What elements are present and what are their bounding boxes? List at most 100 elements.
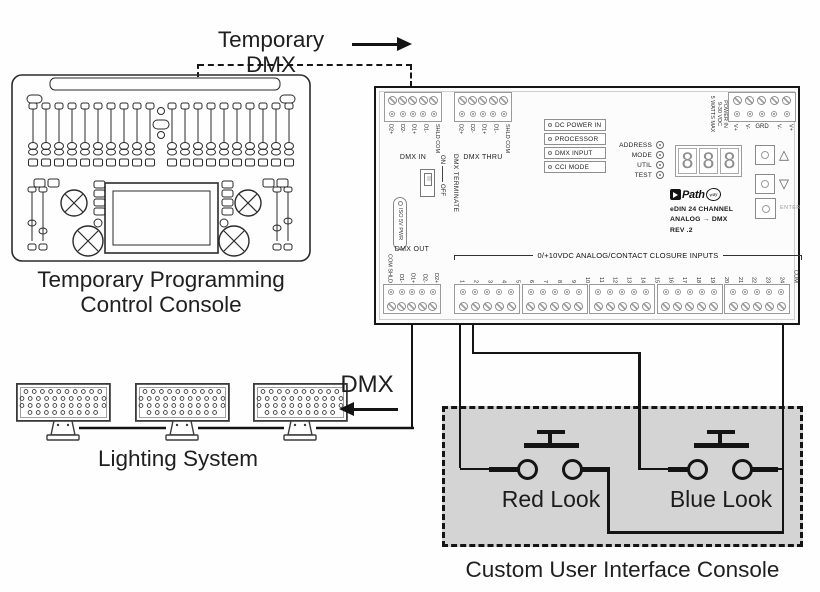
red-look-contact-right <box>561 458 583 480</box>
up-triangle-icon: △ <box>779 147 789 162</box>
terminal-screw-icon <box>746 111 753 117</box>
input-number: 14 <box>639 276 646 283</box>
terminal-screw-icon <box>758 111 765 117</box>
terminal-label: V+ <box>787 124 794 131</box>
terminal-screw-icon <box>429 95 439 105</box>
terminal-screw-icon <box>484 289 490 295</box>
terminal-screw-icon <box>575 289 582 295</box>
iso-5v-pwr-indicator: ISO 5V PWR <box>393 197 407 250</box>
input-number: 2 <box>472 279 479 283</box>
up-button <box>755 145 775 165</box>
terminal-screw-icon <box>496 289 502 295</box>
terminal-screw-icon <box>479 111 486 117</box>
dmx-arrow-line <box>354 408 398 411</box>
terminal-screw-icon <box>490 111 497 117</box>
temporary-dmx-arrow-head <box>397 37 412 51</box>
console-caption: Temporary Programming Control Console <box>10 267 312 317</box>
terminal-screw-icon <box>459 111 466 117</box>
power-in-note: POWER IN 9-30 VDC 5 WATTS MAX <box>709 95 728 133</box>
test-button <box>656 171 664 179</box>
header-bracket-right <box>723 255 803 260</box>
terminal-label: D1+ <box>409 272 416 283</box>
terminal-screw-icon <box>769 95 779 105</box>
model-line-2: ANALOG → DMX <box>670 216 728 223</box>
input-number: 23 <box>764 276 771 283</box>
edin-inner-frame <box>379 91 795 320</box>
programming-console-illustration <box>11 74 311 262</box>
input-number: 12 <box>611 276 618 283</box>
terminal-screw-icon <box>776 301 786 311</box>
terminal-label: D1- <box>398 274 405 283</box>
dmx-arrow-head <box>339 402 354 416</box>
input-number: 7 <box>542 279 549 283</box>
terminal-label: D2+ <box>432 272 439 283</box>
terminal-screw-icon <box>457 95 467 105</box>
input-number: 9 <box>569 279 576 283</box>
input2-wire-c <box>638 351 641 470</box>
terminal-screw-icon <box>595 289 601 295</box>
return-bottom-wire <box>607 531 784 534</box>
red-look-left-wire <box>460 467 490 471</box>
blue-look-right-lead <box>751 466 778 472</box>
status-led-processor: PROCESSOR <box>544 133 606 145</box>
terminal-label: D1- <box>492 124 499 133</box>
address-button <box>656 141 664 149</box>
red-look-right-lead <box>581 466 610 472</box>
dmx-terminate-switch <box>420 169 435 197</box>
input-number: 6 <box>528 279 535 283</box>
terminal-label: D2- <box>469 124 476 133</box>
terminal-screw-icon <box>783 111 790 117</box>
input-number: 21 <box>736 276 743 283</box>
terminal-screw-icon <box>617 301 627 311</box>
inputs-block-21-24-com <box>724 284 790 314</box>
temporary-dmx-cable-right-drop <box>409 64 412 87</box>
led-icon <box>548 123 552 127</box>
terminal-screw-icon <box>417 301 427 311</box>
input-number: 15 <box>653 276 660 283</box>
terminal-screw-icon <box>698 289 705 295</box>
inputs-block-11-15 <box>589 284 655 314</box>
terminal-screw-icon <box>697 301 706 311</box>
input-number: 24 <box>778 276 785 283</box>
address-button-row: ADDRESS <box>592 140 664 150</box>
status-led-dc-power: DC POWER IN <box>544 119 606 131</box>
terminal-screw-icon <box>732 95 742 105</box>
iso-led-icon <box>397 201 403 206</box>
terminal-screw-icon <box>488 95 498 105</box>
temporary-dmx-label: Temporary DMX <box>217 27 325 78</box>
terminal-label: D2- <box>421 274 428 283</box>
dmx-thru-terminal-labels: D2+D2-D1+D1-SHLD COM <box>454 124 512 154</box>
model-line-3: REV .2 <box>670 227 693 234</box>
terminal-label: SHLD COM <box>503 124 510 154</box>
terminal-screw-icon <box>643 289 649 295</box>
down-button <box>755 174 775 194</box>
dmx-out-wire <box>410 325 413 429</box>
input2-wire-a <box>471 325 474 354</box>
red-look-label: Red Look <box>501 486 601 512</box>
terminal-screw-icon <box>550 301 559 311</box>
dmx-in-terminal-labels: D2+D2-D1+D1-SHLD COM <box>384 124 442 154</box>
input-number: 22 <box>750 276 757 283</box>
util-button <box>656 161 664 169</box>
red-look-actuator-stem <box>548 433 553 444</box>
terminal-screw-icon <box>389 111 396 117</box>
terminal-screw-icon <box>764 301 774 311</box>
terminal-screw-icon <box>674 289 681 295</box>
edin-station: D2+D2-D1+D1-SHLD COM DMX IN D2+D2-D1+D1-… <box>374 86 803 325</box>
terminal-screw-icon <box>661 301 670 311</box>
terminal-label: D1+ <box>410 124 417 135</box>
terminal-screw-icon <box>508 289 514 295</box>
inputs-header: 0/+10VDC ANALOG/CONTACT CLOSURE INPUTS <box>454 249 803 261</box>
dmx-label: DMX <box>340 371 394 398</box>
custom-console-label: Custom User Interface Console <box>465 557 780 582</box>
terminal-screw-icon <box>408 289 415 295</box>
terminal-screw-icon <box>458 301 468 311</box>
terminal-screw-icon <box>472 289 478 295</box>
terminal-screw-icon <box>429 289 436 295</box>
lighting-system-label: Lighting System <box>97 446 259 471</box>
terminal-screw-icon <box>460 289 466 295</box>
terminal-screw-icon <box>407 301 417 311</box>
